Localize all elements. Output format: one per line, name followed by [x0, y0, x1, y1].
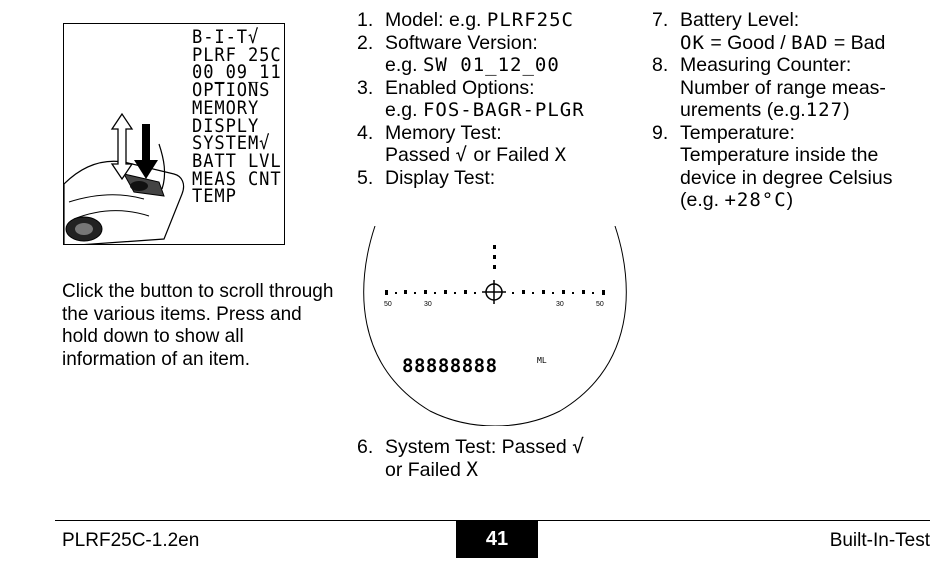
- item-text: Display Test:: [385, 166, 496, 189]
- bit-items-list-right: 7. Battery Level: OK = Good / BAD = Bad …: [652, 9, 944, 212]
- item-number: 1.: [357, 9, 374, 31]
- item-number: 9.: [652, 121, 669, 144]
- list-item-measuring-counter: 8. Measuring Counter: Number of range me…: [652, 54, 944, 122]
- scale-label: 30: [556, 301, 564, 308]
- check-icon: √: [455, 144, 468, 166]
- menu-item: BATT LVL: [192, 149, 282, 172]
- item-number: 6.: [357, 436, 374, 458]
- cross-icon: X: [554, 144, 568, 166]
- scale-label: 30: [424, 301, 432, 308]
- item-text: Number of range meas-: [680, 76, 886, 99]
- item-number: 2.: [357, 31, 374, 54]
- item-number: 8.: [652, 54, 669, 76]
- menu-item: MEMORY: [192, 96, 260, 119]
- list-item-software-version: 2. Software Version: e.g. SW 01_12_00: [357, 32, 647, 77]
- item-text: Software Version:: [385, 31, 538, 54]
- document-id: PLRF25C-1.2en: [62, 530, 200, 551]
- menu-item: OPTIONS: [192, 79, 271, 102]
- segment-code: PLRF25C: [486, 9, 574, 31]
- rangefinder-drawing: [64, 112, 185, 244]
- scale-label: 50: [596, 301, 604, 308]
- cross-icon: X: [466, 457, 480, 481]
- item-text: = Good /: [710, 31, 786, 54]
- list-item-model: 1. Model: e.g. PLRF25C: [357, 9, 647, 32]
- segment-test-row: 88888888: [402, 355, 498, 377]
- scale-label: 50: [384, 301, 392, 308]
- item-text: Passed: [385, 144, 451, 166]
- item-prefix: e.g.: [385, 54, 418, 76]
- item-text: or Failed: [385, 458, 461, 481]
- item-text: device in degree Celsius: [680, 166, 893, 189]
- usage-caption: Click the button to scroll through the v…: [62, 281, 334, 370]
- menu-item: 00_09_11: [192, 61, 282, 84]
- segment-code: SW 01_12_00: [422, 54, 560, 76]
- press-arrows-icon: [110, 112, 158, 181]
- item-prefix: e.g.: [385, 99, 418, 121]
- item-text: Measuring Counter:: [680, 54, 852, 76]
- item-number: 4.: [357, 121, 374, 144]
- bit-items-list-middle: 1. Model: e.g. PLRF25C 2. Software Versi…: [357, 9, 647, 189]
- item-text: (e.g.: [680, 189, 720, 211]
- segment-code: +28°C: [724, 189, 787, 211]
- menu-item: DISPLY: [192, 114, 260, 137]
- vertical-dots: [493, 245, 496, 269]
- item-text: Memory Test:: [385, 121, 502, 144]
- crosshair-icon: [482, 280, 506, 304]
- segment-code: FOS-BAGR-PLGR: [422, 99, 585, 121]
- list-item-temperature: 9. Temperature: Temperature inside the d…: [652, 122, 944, 212]
- menu-item: SYSTEM√: [192, 132, 271, 155]
- footer-divider: [55, 520, 930, 521]
- bit-menu-list: B-I-T√ PLRF 25C 00_09_11 OPTIONS MEMORY …: [192, 26, 284, 208]
- item-text: System Test: Passed: [385, 436, 567, 458]
- segment-code: 127: [805, 99, 844, 121]
- item-text: urements (e.g.: [680, 99, 806, 121]
- segment-code: OK: [680, 31, 705, 54]
- segment-code: BAD: [791, 31, 829, 54]
- item-number: 3.: [357, 76, 374, 99]
- item-text: Battery Level:: [680, 9, 800, 31]
- item-text: Temperature inside the: [680, 144, 879, 166]
- item-text: Model: e.g.: [385, 9, 482, 31]
- list-item-display-test: 5. Display Test:: [357, 167, 647, 190]
- item-text: ): [786, 189, 794, 211]
- horizontal-scale: [385, 290, 605, 295]
- display-test-reticle: 50 30 30 50 88888888 ML: [363, 226, 627, 426]
- menu-item: MEAS CNT: [192, 167, 282, 190]
- item-text: or Failed: [473, 144, 550, 166]
- list-item-options: 3. Enabled Options: e.g. FOS-BAGR-PLGR: [357, 77, 647, 122]
- item-number: 7.: [652, 9, 669, 31]
- menu-item: TEMP: [192, 185, 237, 208]
- item-number: 5.: [357, 166, 374, 189]
- menu-item: B-I-T√: [192, 26, 260, 48]
- item-text: Temperature:: [680, 121, 795, 144]
- device-illustration: B-I-T√ PLRF 25C 00_09_11 OPTIONS MEMORY …: [63, 23, 285, 245]
- page-number: 41: [456, 521, 538, 558]
- item-text: = Bad: [833, 31, 886, 54]
- list-item-system-test: 6. System Test: Passed √ or Failed X: [357, 435, 647, 481]
- section-title: Built-In-Test: [829, 530, 930, 551]
- check-icon: √: [572, 435, 585, 458]
- item-text: ): [843, 99, 850, 121]
- item-text: Enabled Options:: [385, 76, 535, 99]
- list-item-battery-level: 7. Battery Level: OK = Good / BAD = Bad: [652, 9, 944, 54]
- segment-test-suffix: ML: [537, 356, 547, 365]
- menu-item: PLRF 25C: [192, 43, 282, 66]
- list-item-memory-test: 4. Memory Test: Passed √ or Failed X: [357, 122, 647, 167]
